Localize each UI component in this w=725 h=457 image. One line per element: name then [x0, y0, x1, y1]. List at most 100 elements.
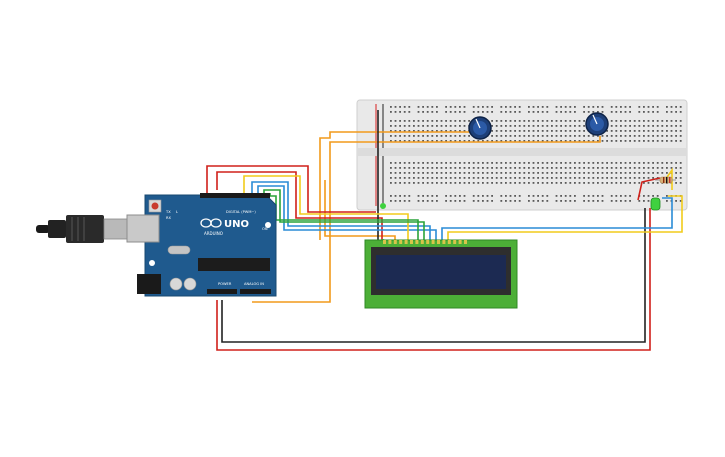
breadboard-hole[interactable] [620, 195, 622, 197]
breadboard-hole[interactable] [675, 140, 677, 142]
breadboard-hole[interactable] [390, 120, 392, 122]
breadboard-hole[interactable] [629, 182, 631, 184]
breadboard-hole[interactable] [422, 130, 424, 132]
breadboard-hole[interactable] [597, 167, 599, 169]
breadboard-hole[interactable] [610, 135, 613, 137]
breadboard-hole[interactable] [666, 125, 668, 127]
breadboard-hole[interactable] [472, 195, 475, 197]
breadboard-hole[interactable] [514, 195, 516, 197]
arduino-power-header[interactable] [207, 289, 237, 294]
breadboard-hole[interactable] [652, 140, 654, 142]
breadboard-hole[interactable] [624, 106, 627, 108]
breadboard-hole[interactable] [417, 106, 420, 108]
breadboard-hole[interactable] [638, 182, 641, 184]
breadboard-hole[interactable] [537, 120, 539, 122]
breadboard-hole[interactable] [394, 135, 397, 137]
breadboard-hole[interactable] [505, 172, 507, 174]
resistor[interactable] [655, 176, 676, 184]
breadboard-hole[interactable] [597, 135, 599, 137]
breadboard-hole[interactable] [422, 140, 424, 142]
breadboard-hole[interactable] [643, 162, 645, 164]
wire-blue-d7[interactable] [251, 181, 431, 240]
breadboard-hole[interactable] [633, 182, 636, 184]
breadboard-hole[interactable] [675, 125, 677, 127]
breadboard-hole[interactable] [610, 167, 613, 169]
breadboard-hole[interactable] [399, 195, 401, 197]
breadboard-hole[interactable] [514, 125, 516, 127]
breadboard-hole[interactable] [491, 125, 493, 127]
breadboard-hole[interactable] [413, 167, 415, 169]
breadboard-hole[interactable] [394, 200, 397, 202]
breadboard-hole[interactable] [675, 172, 677, 174]
breadboard-hole[interactable] [679, 162, 682, 164]
breadboard-hole[interactable] [564, 172, 567, 174]
breadboard-hole[interactable] [440, 177, 443, 179]
breadboard-hole[interactable] [656, 195, 659, 197]
breadboard-hole[interactable] [551, 135, 553, 137]
lcd-pin[interactable] [464, 240, 467, 244]
breadboard-hole[interactable] [482, 182, 484, 184]
breadboard-hole[interactable] [505, 177, 507, 179]
breadboard-hole[interactable] [551, 182, 553, 184]
breadboard-hole[interactable] [629, 111, 631, 113]
breadboard-hole[interactable] [436, 140, 438, 142]
breadboard-hole[interactable] [426, 200, 429, 202]
breadboard-hole[interactable] [394, 120, 397, 122]
arduino-digital-header[interactable] [200, 193, 270, 198]
breadboard-hole[interactable] [500, 195, 503, 197]
breadboard-hole[interactable] [666, 120, 668, 122]
breadboard-hole[interactable] [403, 130, 406, 132]
breadboard-hole[interactable] [468, 177, 470, 179]
breadboard-hole[interactable] [472, 162, 475, 164]
breadboard-hole[interactable] [615, 195, 618, 197]
breadboard-hole[interactable] [468, 182, 470, 184]
breadboard-hole[interactable] [592, 135, 595, 137]
breadboard-hole[interactable] [601, 195, 604, 197]
breadboard-hole[interactable] [541, 177, 544, 179]
breadboard-hole[interactable] [422, 195, 424, 197]
breadboard-hole[interactable] [574, 140, 576, 142]
arduino-uno[interactable]: UNO ARDUINO DIGITAL (PWM~) POWER ANALOG … [126, 193, 277, 297]
breadboard-hole[interactable] [459, 162, 461, 164]
breadboard-hole[interactable] [652, 195, 654, 197]
breadboard-hole[interactable] [601, 172, 604, 174]
breadboard-hole[interactable] [394, 182, 397, 184]
breadboard-hole[interactable] [445, 125, 447, 127]
breadboard-hole[interactable] [486, 162, 489, 164]
breadboard-hole[interactable] [436, 106, 438, 108]
breadboard-hole[interactable] [454, 106, 457, 108]
breadboard-hole[interactable] [564, 130, 567, 132]
led[interactable] [650, 197, 661, 211]
breadboard-hole[interactable] [417, 177, 420, 179]
breadboard-hole[interactable] [449, 125, 452, 127]
wire-yellow-resistor[interactable] [664, 167, 673, 190]
breadboard-hole[interactable] [417, 162, 420, 164]
breadboard-hole[interactable] [551, 172, 553, 174]
breadboard-hole[interactable] [532, 200, 535, 202]
breadboard-hole[interactable] [417, 125, 420, 127]
breadboard-hole[interactable] [413, 182, 415, 184]
breadboard-hole[interactable] [675, 130, 677, 132]
breadboard-hole[interactable] [454, 177, 457, 179]
breadboard-hole[interactable] [546, 135, 549, 137]
breadboard-hole[interactable] [500, 135, 503, 137]
breadboard-hole[interactable] [592, 162, 595, 164]
breadboard-hole[interactable] [500, 172, 503, 174]
breadboard-hole[interactable] [408, 200, 411, 202]
breadboard-hole[interactable] [675, 182, 677, 184]
breadboard-hole[interactable] [578, 130, 581, 132]
breadboard-hole[interactable] [422, 120, 424, 122]
breadboard-hole[interactable] [422, 200, 424, 202]
breadboard-hole[interactable] [624, 111, 627, 113]
breadboard-hole[interactable] [656, 120, 659, 122]
breadboard-hole[interactable] [399, 120, 401, 122]
breadboard-hole[interactable] [601, 162, 604, 164]
breadboard-hole[interactable] [555, 125, 558, 127]
breadboard-hole[interactable] [463, 130, 466, 132]
breadboard-hole[interactable] [509, 125, 512, 127]
breadboard-hole[interactable] [523, 140, 526, 142]
breadboard-hole[interactable] [656, 167, 659, 169]
breadboard-hole[interactable] [679, 167, 682, 169]
breadboard-hole[interactable] [569, 195, 572, 197]
